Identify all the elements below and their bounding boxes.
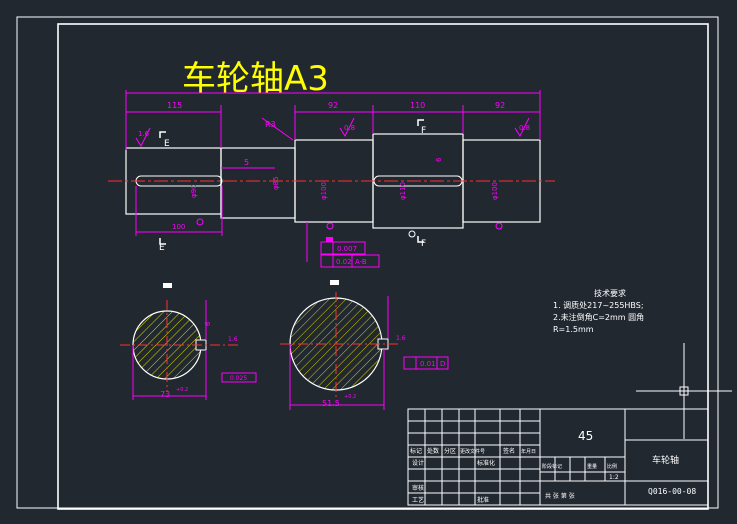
tol-runout-datum: A-B <box>355 258 367 266</box>
dimension-chain <box>125 90 541 236</box>
section-view-f <box>280 280 449 410</box>
sec-f-depth: 51.5 <box>322 399 340 408</box>
tb-process: 工艺 <box>412 496 424 504</box>
section-markers <box>159 119 424 245</box>
inner-border <box>57 23 709 510</box>
dim-92-left: 92 <box>328 101 338 110</box>
notes-heading: 技术要求 <box>594 288 626 298</box>
dim-chamfer: R3 <box>265 120 276 129</box>
tol-runout: 0.007 <box>337 245 357 253</box>
section-e-top: E <box>164 139 170 149</box>
tol-runout-value: 0.02 <box>336 258 352 266</box>
dim-92-right: 92 <box>495 101 505 110</box>
roughness-0-8-b: 0.8 <box>519 124 530 132</box>
roughness-symbols <box>135 117 530 148</box>
dim-dia-100b: φ100 <box>491 182 499 200</box>
tol-sym-b-datum: D <box>440 360 445 368</box>
roughness-sec-f: 1.6 <box>396 335 406 342</box>
title-block-headers: 标记 处数 分区 更改文件号 签名 年月日 设计 标准化 阶段标记 重量 比例 … <box>410 447 617 504</box>
roughness-1-6: 1.6 <box>138 130 150 138</box>
section-f-label-mark <box>330 280 339 285</box>
roughness-sec-e: 1.6 <box>228 336 238 343</box>
tb-scale: 比例 <box>607 463 617 470</box>
sec-e-depth: 73 <box>160 390 170 399</box>
tb-stage: 阶段标记 <box>542 463 562 470</box>
tb-approve: 批准 <box>477 496 489 504</box>
dim-dia-100a: φ100 <box>320 182 328 200</box>
section-f-bottom: F <box>421 239 426 249</box>
cad-crosshair <box>636 343 732 439</box>
tb-date: 年月日 <box>521 448 536 455</box>
tol-sym-b-value: 0.01 <box>420 360 436 368</box>
tb-qty: 处数 <box>427 447 439 455</box>
datum-marker <box>326 237 333 242</box>
dim-key-100: 100 <box>172 223 185 231</box>
section-view-e <box>120 283 257 400</box>
section-e-bottom: E <box>159 243 165 253</box>
roughness-0-8-a: 0.8 <box>344 124 355 132</box>
tb-design: 设计 <box>412 459 424 467</box>
tb-review: 审核 <box>412 484 424 492</box>
sec-e-tol: +0.2 <box>176 387 188 393</box>
dim-115: 115 <box>167 101 182 110</box>
tb-zone: 分区 <box>444 447 456 455</box>
notes-line-2: 2.未注倒角C=2mm 圆角 <box>553 312 644 322</box>
dim-dia-90: φ90 <box>190 184 198 198</box>
dim-110: 110 <box>410 101 425 110</box>
shaft-segment-85 <box>220 147 296 219</box>
dim-key-6: 6 <box>435 157 443 162</box>
title-block <box>407 408 709 506</box>
tb-part-name: 车轮轴 <box>652 454 679 466</box>
center-markers <box>196 218 503 238</box>
runout-tolerance-frame <box>306 222 380 268</box>
tol-sym-a: 0.025 <box>230 375 247 382</box>
tb-scale-value: 1:2 <box>609 474 619 481</box>
tb-doc: 更改文件号 <box>460 448 485 455</box>
dim-key-5: 5 <box>244 158 249 167</box>
tb-mark: 标记 <box>410 447 422 455</box>
sec-e-width: 6 <box>204 321 212 326</box>
sec-f-tol: +0.2 <box>344 394 356 400</box>
shaft-main-view <box>108 133 555 229</box>
outer-border <box>16 16 719 509</box>
tb-sign: 签名 <box>503 447 515 455</box>
drawing-title: 车轮轴A3 <box>182 59 329 99</box>
tb-weight: 重量 <box>587 463 597 470</box>
tb-std: 标准化 <box>477 459 495 467</box>
dim-dia-85: φ85 <box>272 176 280 190</box>
tb-drawing-no: Q016-00-08 <box>648 487 696 496</box>
notes-line-1: 1. 调质处217~255HBS; <box>553 300 644 310</box>
section-f-top: F <box>421 126 426 136</box>
tb-material: 45 <box>578 429 593 443</box>
section-e-label-mark <box>163 283 172 288</box>
dim-dia-110: φ110 <box>399 182 407 200</box>
notes-line-3: R=1.5mm <box>553 325 594 334</box>
tb-sheets: 共 张 第 张 <box>545 492 575 500</box>
